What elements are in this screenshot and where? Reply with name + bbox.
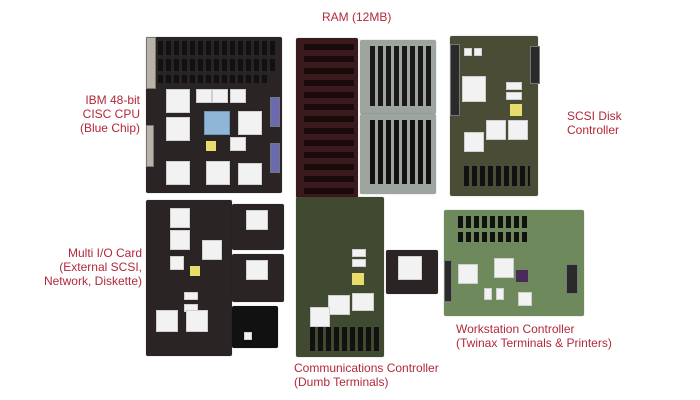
cpu-board-image: [146, 37, 282, 193]
multi-io-daughter-2: [232, 254, 284, 302]
blue-chip-icon: [204, 111, 230, 135]
ram-board-image: [296, 38, 358, 198]
cpu-label-line-2: CISC CPU: [82, 107, 140, 121]
scsi-label: SCSI Disk Controller: [567, 109, 622, 137]
multi-io-board-image: [146, 200, 232, 356]
ram-module-bottom: [360, 114, 436, 194]
multi-io-label-line-2: (External SCSI,: [59, 260, 142, 274]
multi-io-label-line-3: Network, Diskette): [43, 274, 142, 288]
comm-board-image: [296, 197, 384, 357]
comm-daughter-board: [386, 250, 438, 294]
multi-io-daughter-3: [232, 306, 278, 348]
workstation-board-image: [444, 210, 584, 316]
ram-label: RAM (12MB): [322, 10, 391, 24]
ram-label-line: RAM (12MB): [322, 10, 392, 24]
multi-io-label: Multi I/O Card (External SCSI, Network, …: [18, 246, 142, 288]
ram-module-top: [360, 40, 436, 114]
multi-io-label-line-1: Multi I/O Card: [67, 246, 142, 260]
scsi-label-line-1: SCSI Disk: [567, 109, 622, 123]
cpu-label-line-1: IBM 48-bit: [85, 93, 140, 107]
comm-label: Communications Controller (Dumb Terminal…: [294, 361, 439, 389]
multi-io-daughter-1: [232, 204, 284, 250]
comm-label-line-1: Communications Controller: [294, 361, 439, 375]
workstation-label-line-2: (Twinax Terminals & Printers): [456, 336, 612, 350]
workstation-label-line-1: Workstation Controller: [456, 322, 575, 336]
workstation-label: Workstation Controller (Twinax Terminals…: [456, 322, 612, 350]
cpu-label: IBM 48-bit CISC CPU (Blue Chip): [60, 93, 140, 135]
scsi-board-image: [450, 36, 540, 196]
comm-label-line-2: (Dumb Terminals): [294, 375, 389, 389]
scsi-label-line-2: Controller: [567, 123, 620, 137]
cpu-label-line-3: (Blue Chip): [79, 121, 140, 135]
